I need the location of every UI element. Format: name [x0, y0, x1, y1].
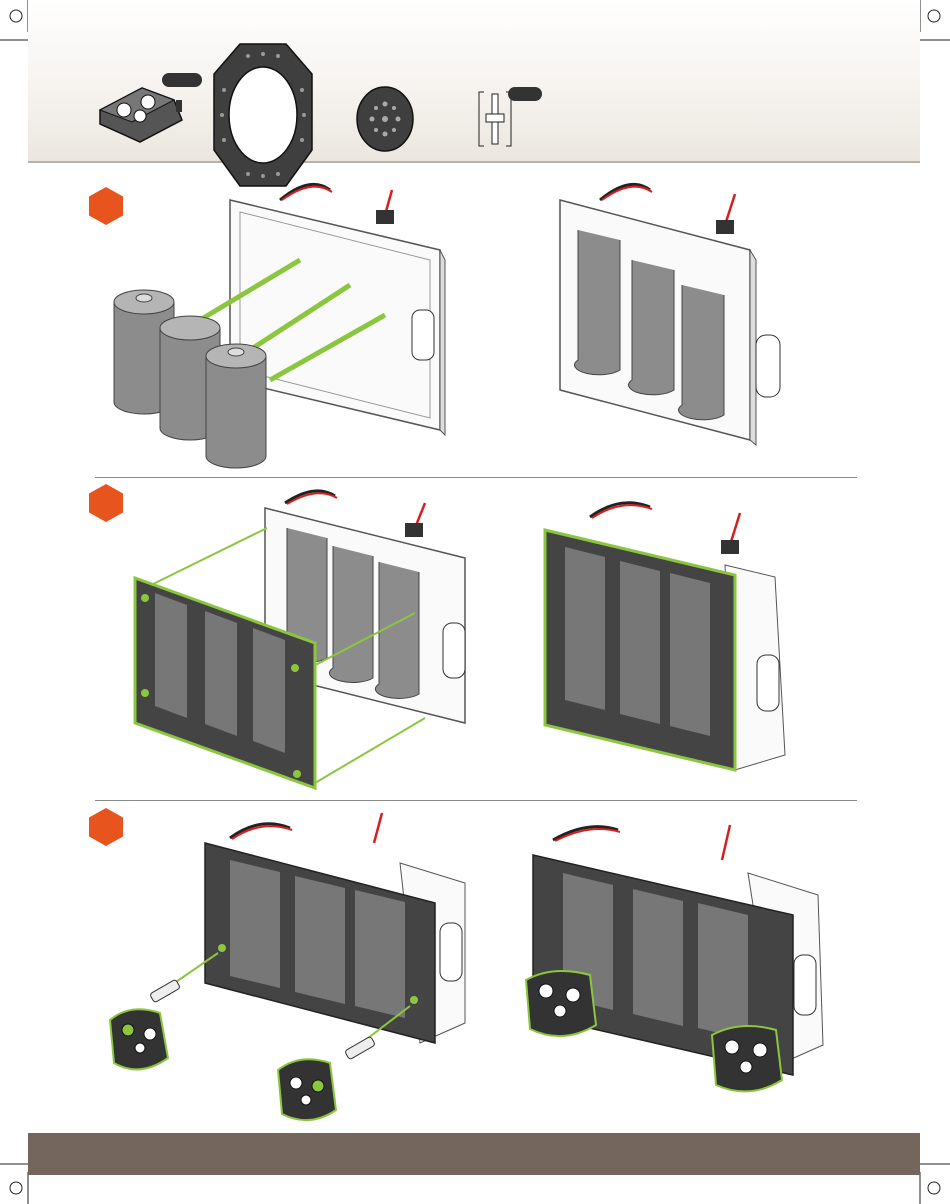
step-2-cover-plate-attach-illustration: [125, 478, 485, 798]
step-1-battery-insertion-illustration: [100, 170, 460, 470]
connector-attached-right: [712, 1026, 782, 1091]
step-2-cover-attached-illustration: [535, 485, 795, 780]
connector-bracket-left: [110, 1009, 168, 1069]
connector-bracket-right: [278, 1059, 336, 1120]
octagon-ring-part-icon: [208, 40, 318, 190]
round-hub-part-icon: [352, 84, 418, 154]
pin-2: [345, 1036, 376, 1060]
shaft-pin-qty-badge: [508, 87, 542, 101]
step-1-batteries-installed-illustration: [540, 170, 800, 460]
step-2-divider: [95, 800, 857, 801]
step-hexagon-icon: [89, 484, 123, 522]
pin-1: [150, 979, 181, 1003]
connector-attached-left: [526, 971, 596, 1036]
footer-bar: [28, 1133, 920, 1175]
parts-band-divider: [28, 161, 920, 163]
step-2-badge: [89, 484, 123, 522]
connector-bracket-part-icon: [92, 80, 202, 152]
step-3-connector-attach-illustration: [100, 808, 480, 1133]
connector-bracket-qty-badge: [162, 73, 202, 87]
battery-3: [206, 344, 266, 468]
step-3-connectors-attached-illustration: [518, 815, 838, 1115]
